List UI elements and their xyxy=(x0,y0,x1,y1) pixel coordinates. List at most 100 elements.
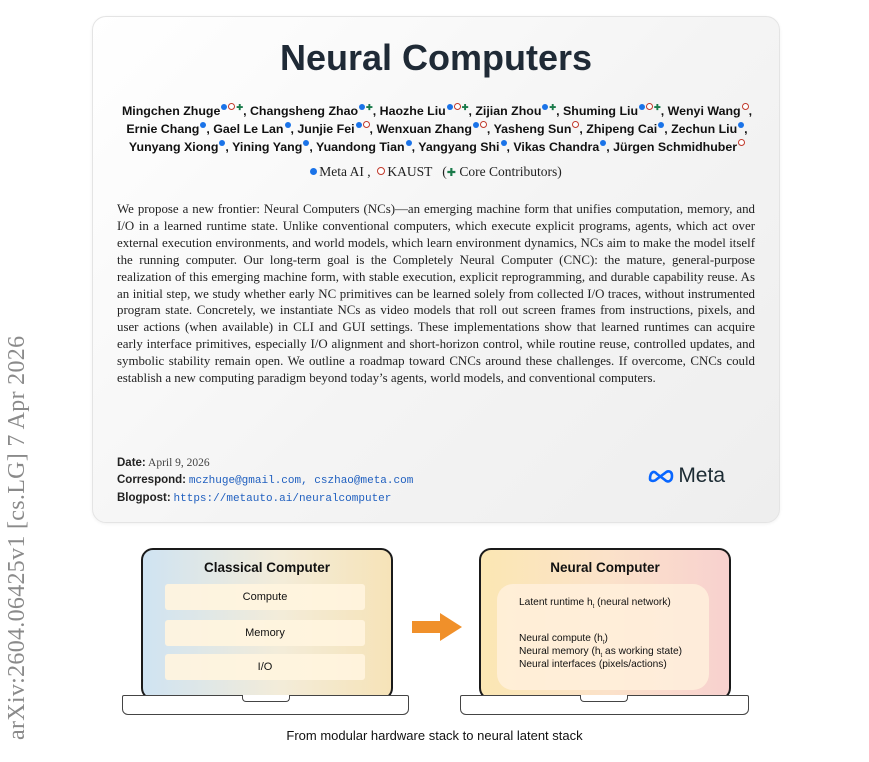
kaust-affiliation-icon xyxy=(228,103,236,110)
author-name: Zhipeng Cai xyxy=(586,122,665,137)
neural-laptop-notch xyxy=(580,695,628,702)
meta-affiliation-icon xyxy=(219,140,226,146)
compute-box: Compute xyxy=(165,584,365,610)
neural-memory-label: Neural memory (ht as working state) xyxy=(519,646,683,660)
author-name-text: Wenxuan Zhang xyxy=(376,122,472,137)
meta-affiliation-icon xyxy=(472,122,479,128)
author-name: Wenxuan Zhang xyxy=(376,121,487,137)
neural-computer-screen: Neural Computer Latent runtime ht (neura… xyxy=(479,548,731,700)
core-contributor-icon: ✚ xyxy=(446,167,456,179)
meta-logo-text: Meta xyxy=(678,464,725,487)
classical-laptop-base xyxy=(122,695,409,715)
memory-box: Memory xyxy=(165,620,365,646)
neural-computer-title: Neural Computer xyxy=(550,560,660,575)
figure-caption: From modular hardware stack to neural la… xyxy=(286,728,583,743)
author-name-text: Vikas Chandra xyxy=(513,140,600,155)
paper-meta: Date: April 9, 2026 Correspond: mczhuge@… xyxy=(117,455,413,508)
blogpost-label: Blogpost: xyxy=(117,492,171,504)
neural-interfaces-label: Neural interfaces (pixels/actions) xyxy=(519,659,667,670)
meta-affiliation-icon xyxy=(500,140,507,146)
meta-affiliation-icon xyxy=(221,104,228,110)
core-open-paren: ( xyxy=(442,164,447,179)
author-name-text: Yunyang Xiong xyxy=(128,140,219,155)
author-name: Yining Yang xyxy=(232,140,310,155)
author-name: Jürgen Schmidhuber xyxy=(613,139,746,155)
kaust-affiliation-icon xyxy=(479,121,487,128)
kaust-affiliation-icon xyxy=(646,103,654,110)
author-name: Yunyang Xiong xyxy=(129,140,226,154)
classical-computer-screen: Classical Computer Compute Memory I/O xyxy=(141,548,393,700)
author-name-text: Haozhe Liu xyxy=(379,104,446,119)
kaust-affiliation-icon xyxy=(741,103,749,110)
author-list: Mingchen Zhuge✚, Changsheng Zhao✚, Haozh… xyxy=(121,103,753,155)
latent-runtime-label: Latent runtime ht (neural network) xyxy=(519,597,671,611)
author-name-text: Jürgen Schmidhuber xyxy=(613,140,738,155)
affiliation-core: Core Contributors) xyxy=(459,164,562,179)
meta-affiliation-icon xyxy=(310,168,318,175)
meta-logo: Meta xyxy=(648,464,725,488)
author-name: Wenyi Wang xyxy=(667,103,749,119)
author-name: Vikas Chandra xyxy=(513,140,607,155)
kaust-affiliation-icon xyxy=(738,139,746,146)
author-name: Junjie Fei xyxy=(297,121,370,137)
core-contributor-icon: ✚ xyxy=(366,103,373,112)
date-value: April 9, 2026 xyxy=(148,457,210,469)
core-contributor-icon: ✚ xyxy=(461,103,469,112)
meta-affiliation-icon xyxy=(359,104,366,110)
neural-latent-box: Latent runtime ht (neural network) Neura… xyxy=(497,584,709,690)
meta-affiliation-icon xyxy=(446,104,453,110)
author-name: Zijian Zhou ✚ xyxy=(475,103,557,119)
meta-affiliation-icon xyxy=(405,140,412,146)
abstract-text: We propose a new frontier: Neural Comput… xyxy=(117,202,755,386)
author-name-text: Yangyang Shi xyxy=(418,140,500,155)
core-contributor-icon: ✚ xyxy=(549,103,557,112)
kaust-affiliation-icon xyxy=(572,121,580,128)
blogpost-link[interactable]: https://metauto.ai/neuralcomputer xyxy=(173,493,392,505)
meta-affiliation-icon xyxy=(658,122,665,128)
correspond-label: Correspond: xyxy=(117,474,186,486)
author-name-text: Shuming Liu xyxy=(563,104,639,119)
author-name: Yuandong Tian xyxy=(316,140,412,154)
author-name: Shuming Liu ✚ xyxy=(563,103,661,119)
classical-laptop-notch xyxy=(242,695,290,702)
author-name: Yasheng Sun xyxy=(493,121,580,137)
paper-title: Neural Computers xyxy=(279,37,593,78)
author-name-text: Yuandong Tian xyxy=(316,140,405,155)
author-name-text: Junjie Fei xyxy=(297,122,355,137)
author-name-text: Gael Le Lan xyxy=(213,122,284,137)
affiliations: Meta AI , KAUST (✚ Core Contributors) xyxy=(93,164,779,180)
meta-affiliation-icon xyxy=(542,104,549,110)
author-name-text: Zhipeng Cai xyxy=(586,122,658,137)
meta-affiliation-icon xyxy=(303,140,310,146)
author-name: Haozhe Liu ✚ xyxy=(379,103,469,119)
author-name-text: Wenyi Wang xyxy=(667,104,741,119)
kaust-affiliation-icon xyxy=(362,121,370,128)
author-name: Changsheng Zhao ✚ xyxy=(249,103,373,119)
io-box: I/O xyxy=(165,654,365,680)
author-name-text: Zechun Liu xyxy=(671,122,738,137)
author-name: Yangyang Shi xyxy=(418,140,507,155)
author-name-text: Yasheng Sun xyxy=(493,122,572,137)
core-contributor-icon: ✚ xyxy=(236,103,244,112)
core-contributor-icon: ✚ xyxy=(654,103,661,112)
affiliation-kaust: KAUST xyxy=(387,164,433,179)
affiliation-meta: Meta AI xyxy=(319,164,364,179)
neural-laptop-base xyxy=(460,695,749,715)
meta-affiliation-icon xyxy=(738,122,745,128)
author-name-text: Changsheng Zhao xyxy=(249,104,359,119)
meta-affiliation-icon xyxy=(600,140,607,146)
arxiv-identifier: arXiv:2604.06425v1 [cs.LG] 7 Apr 2026 xyxy=(4,335,30,740)
paper-header-card: Neural Computers Mingchen Zhuge✚, Changs… xyxy=(92,16,780,523)
author-name-text: Ernie Chang xyxy=(126,122,200,137)
author-name-text: Yining Yang xyxy=(232,140,303,155)
date-label: Date: xyxy=(117,457,146,469)
author-name-text: Mingchen Zhuge xyxy=(121,104,221,119)
author-name: Ernie Chang xyxy=(126,122,207,137)
kaust-affiliation-icon xyxy=(453,103,461,110)
meta-affiliation-icon xyxy=(355,122,362,128)
classical-computer-title: Classical Computer xyxy=(203,560,331,575)
meta-affiliation-icon xyxy=(284,122,291,128)
correspond-emails[interactable]: mczhuge@gmail.com, cszhao@meta.com xyxy=(188,475,414,487)
author-name: Zechun Liu xyxy=(671,122,745,137)
author-name-text: Zijian Zhou xyxy=(475,104,542,119)
